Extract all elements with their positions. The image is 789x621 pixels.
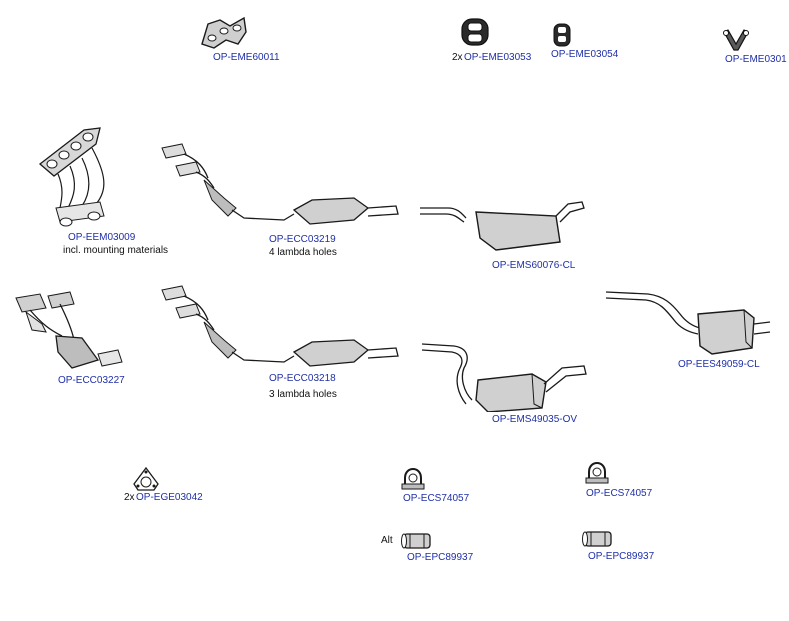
part-code-ege03042[interactable]: OP-EGE03042	[136, 492, 203, 503]
catalytic-pipe-ecc03218-drawing[interactable]	[154, 280, 402, 376]
gasket-ege03042-drawing[interactable]	[132, 466, 160, 492]
part-note-eem03009: incl. mounting materials	[63, 245, 169, 256]
exhaust-manifold-eem03009-drawing[interactable]	[34, 124, 124, 232]
part-code-epc89937-center[interactable]: OP-EPC89937	[407, 552, 474, 563]
rubber-mount-eme60011-drawing[interactable]	[198, 14, 250, 50]
rubber-hanger-eme03053-drawing[interactable]	[459, 16, 491, 48]
quantity-label-ege03042: 2x	[124, 492, 135, 503]
part-code-ees49059[interactable]: OP-EES49059-CL	[678, 359, 760, 370]
part-code-ecc03219[interactable]: OP-ECC03219	[269, 234, 336, 245]
part-code-eme0301[interactable]: OP-EME0301	[725, 54, 787, 65]
part-code-ems60076[interactable]: OP-EMS60076-CL	[492, 260, 576, 271]
silencer-ems49035-drawing[interactable]	[420, 334, 588, 412]
part-code-eme03054[interactable]: OP-EME03054	[551, 49, 619, 60]
part-note-ecc03219: 4 lambda holes	[269, 247, 337, 258]
silencer-ems60076-drawing[interactable]	[418, 194, 590, 260]
pipe-connector-epc89937-right-drawing[interactable]	[581, 528, 615, 550]
manifold-catalyst-ecc03227-drawing[interactable]	[12, 290, 126, 376]
pipe-connector-epc89937-drawing[interactable]	[400, 530, 434, 552]
alt-label-epc89937: Alt	[381, 535, 393, 546]
clamp-ecs74057-right-drawing[interactable]	[584, 460, 610, 486]
part-code-eme60011[interactable]: OP-EME60011	[213, 52, 280, 63]
part-code-ems49035[interactable]: OP-EMS49035-OV	[492, 414, 578, 425]
part-note-ecc03218: 3 lambda holes	[269, 389, 337, 400]
v-hanger-eme0301-drawing[interactable]	[720, 28, 752, 54]
quantity-label-eme03053: 2x	[452, 52, 463, 63]
part-code-ecs74057-right[interactable]: OP-ECS74057	[586, 488, 653, 499]
part-code-epc89937-right[interactable]: OP-EPC89937	[588, 551, 655, 562]
part-code-ecs74057-center[interactable]: OP-ECS74057	[403, 493, 470, 504]
end-silencer-ees49059-drawing[interactable]	[604, 284, 774, 360]
part-code-eem03009[interactable]: OP-EEM03009	[68, 232, 136, 243]
part-code-ecc03218[interactable]: OP-ECC03218	[269, 373, 336, 384]
part-code-eme03053[interactable]: OP-EME03053	[464, 52, 532, 63]
part-code-ecc03227[interactable]: OP-ECC03227	[58, 375, 125, 386]
rubber-hanger-eme03054-drawing[interactable]	[552, 22, 572, 48]
clamp-ecs74057-drawing[interactable]	[400, 466, 426, 492]
catalytic-pipe-ecc03219-drawing[interactable]	[154, 138, 402, 234]
